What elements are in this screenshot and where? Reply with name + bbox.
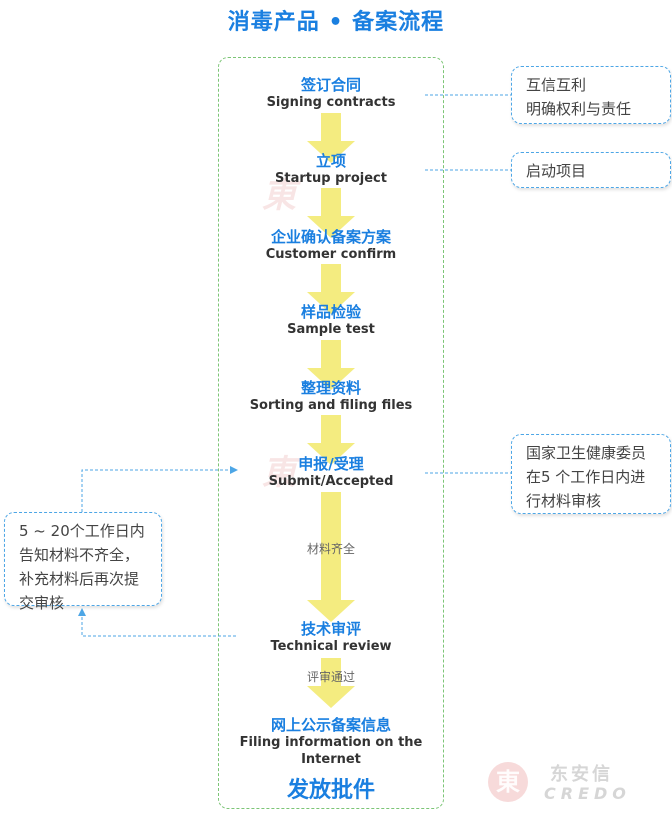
step-label-en: Submit/Accepted: [268, 474, 394, 489]
step-customer-confirm: 企业确认备案方案 Customer confirm: [218, 228, 444, 263]
step-label-zh: 申报/受理: [298, 455, 364, 473]
step-startup-project: 立项 Startup project: [218, 152, 444, 187]
step-filing-online: 网上公示备案信息 Filing information on the Inter…: [218, 716, 444, 768]
step-label-en: Filing information on the Internet: [239, 735, 423, 767]
step-label-en: Signing contracts: [266, 95, 396, 110]
step-label-zh: 样品检验: [300, 303, 361, 321]
step-label-en: Sorting and filing files: [249, 398, 413, 413]
flow-arrow-2: [307, 188, 355, 238]
step-label-en: Startup project: [275, 171, 387, 186]
brand-logo: 東 东安信 CREDO: [488, 758, 668, 810]
step-technical-review: 技术审评 Technical review: [218, 620, 444, 655]
step-sample-test: 样品检验 Sample test: [218, 303, 444, 338]
page-title: 消毒产品 • 备案流程: [227, 10, 445, 35]
flow-arrow-4: [307, 340, 355, 390]
step-sorting-files: 整理资料 Sorting and filing files: [218, 379, 444, 414]
step-signing-contracts: 签订合同 Signing contracts: [218, 76, 444, 111]
step-label-en: Sample test: [287, 322, 375, 337]
connector-review: [78, 608, 236, 637]
step-label-zh: 立项: [315, 152, 346, 170]
note-mutual-benefit: 互信互利 明确权利与责任: [511, 66, 671, 124]
flow-arrow-7: [307, 658, 355, 708]
step-label-zh: 签订合同: [300, 76, 361, 94]
step-label-en: Customer confirm: [265, 247, 397, 262]
note-supplement-materials: 5 ~ 20个工作日内 告知材料不齐全， 补充材料后再次提 交审核: [4, 512, 162, 612]
flow-arrow-5: [307, 415, 355, 465]
final-step: 发放批件: [286, 778, 375, 803]
label-materials-complete: 材料齐全: [306, 542, 355, 556]
note-nhc-review: 国家卫生健康委员 在5 个工作日内进 行材料审核: [511, 434, 671, 514]
brand-seal-icon: 東: [488, 762, 528, 802]
connector-return: [81, 466, 238, 512]
credo-watermark-2: 東: [262, 453, 296, 493]
note-start-project: 启动项目: [511, 152, 671, 188]
brand-latin: CREDO: [544, 784, 631, 803]
step-label-zh: 技术审评: [300, 620, 361, 638]
step-label-zh: 网上公示备案信息: [270, 716, 391, 734]
step-submit-accepted: 申报/受理 Submit/Accepted: [218, 455, 444, 490]
credo-watermark-1: 東: [262, 176, 296, 216]
process-frame: [218, 57, 444, 809]
step-label-en: Technical review: [270, 639, 392, 654]
label-review-passed: 评审通过: [306, 670, 355, 684]
brand-name: 东安信: [550, 764, 613, 785]
step-label-zh: 企业确认备案方案: [270, 228, 391, 246]
step-label-zh: 整理资料: [300, 379, 361, 397]
flow-arrow-6: [307, 492, 355, 622]
flow-arrow-3: [307, 264, 355, 314]
flow-arrow-1: [307, 113, 355, 163]
